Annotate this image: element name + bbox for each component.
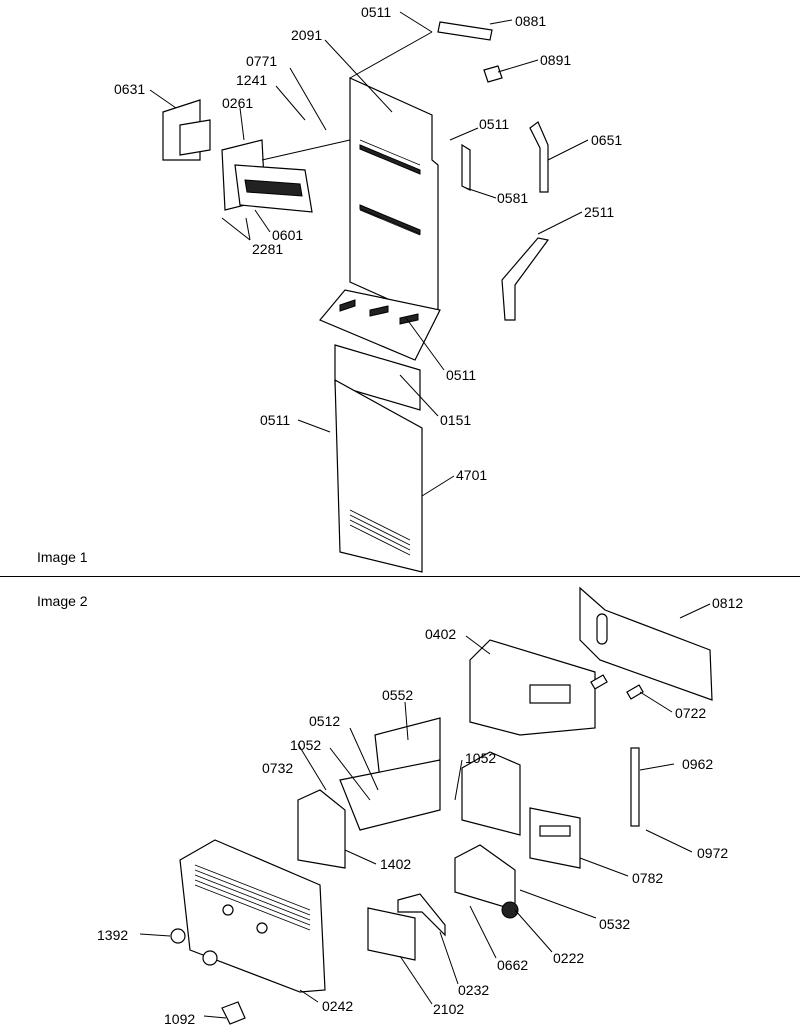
cube-part: [483, 65, 503, 83]
angled-rail-part: [501, 237, 550, 321]
callout-label: 0261: [222, 95, 254, 111]
callout-label: 1052: [465, 750, 497, 766]
callout-label: 0631: [114, 81, 146, 97]
side-rail-part: [529, 121, 549, 193]
leader-lines: [139, 11, 711, 1019]
clip-part: [221, 1001, 246, 1025]
callout-label: 0722: [675, 705, 707, 721]
callout-label: 0222: [553, 950, 585, 966]
upper-panel-part: [349, 77, 439, 319]
lower-panel-part: [334, 378, 423, 573]
callout-label: 0511: [479, 116, 510, 132]
callout-label: 0662: [497, 957, 529, 973]
callout-label: 1092: [164, 1011, 196, 1027]
actuator-part: [454, 844, 519, 919]
image1-caption: Image 1: [37, 549, 88, 565]
callout-label: 2281: [252, 241, 284, 257]
callout-label: 0962: [682, 756, 714, 772]
image2-caption: Image 2: [37, 593, 88, 609]
callout-label: 2511: [584, 204, 615, 220]
mounting-plate-part: [579, 586, 713, 701]
callout-label: 4701: [456, 467, 488, 483]
box-part: [461, 751, 521, 836]
small-bracket-part: [461, 143, 471, 191]
callout-label: 0782: [632, 870, 664, 886]
trim-frame-part: [529, 807, 581, 869]
louver-tray-part: [319, 289, 441, 361]
cover-part: [297, 789, 346, 869]
front-panel-part: [179, 839, 326, 993]
frame-bracket-part: [339, 717, 441, 831]
vertical-bracket-part: [630, 747, 640, 827]
callout-label: 0512: [309, 713, 341, 729]
callout-label: 0601: [272, 227, 304, 243]
callout-label: 0891: [540, 52, 572, 68]
callout-label: 0812: [712, 595, 744, 611]
knob-part: [170, 928, 218, 966]
callout-label: 1392: [97, 927, 129, 943]
section-divider: [0, 576, 800, 577]
callout-label: 0732: [262, 760, 294, 776]
top-bracket-part: [349, 21, 493, 79]
dispenser-housing-part: [221, 139, 351, 213]
left-bracket-part: [162, 99, 211, 161]
callout-label: 0151: [440, 412, 472, 428]
callout-label: 0511: [361, 4, 392, 20]
callout-label: 0552: [382, 687, 414, 703]
callout-label: 0232: [458, 982, 490, 998]
callout-label: 2091: [291, 27, 323, 43]
callout-label: 0242: [322, 998, 354, 1014]
callout-label: 0881: [515, 13, 547, 29]
callout-label: 1052: [290, 737, 322, 753]
callout-label: 0581: [497, 190, 529, 206]
lever-part: [397, 893, 446, 937]
callout-label: 0532: [599, 916, 631, 932]
callout-label: 0651: [591, 132, 623, 148]
callout-label: 0402: [425, 626, 457, 642]
spacer-part: [590, 674, 644, 700]
callout-label: 1241: [236, 72, 268, 88]
callout-label: 1402: [380, 856, 412, 872]
housing-part: [469, 639, 596, 736]
callout-label: 0511: [260, 412, 291, 428]
lower-bracket-part: [334, 344, 421, 411]
callout-label: 0771: [246, 53, 278, 69]
callout-label: 0511: [446, 367, 477, 383]
label-plate-part: [367, 907, 416, 961]
callout-label: 2102: [433, 1001, 465, 1017]
callout-label: 0972: [697, 845, 729, 861]
